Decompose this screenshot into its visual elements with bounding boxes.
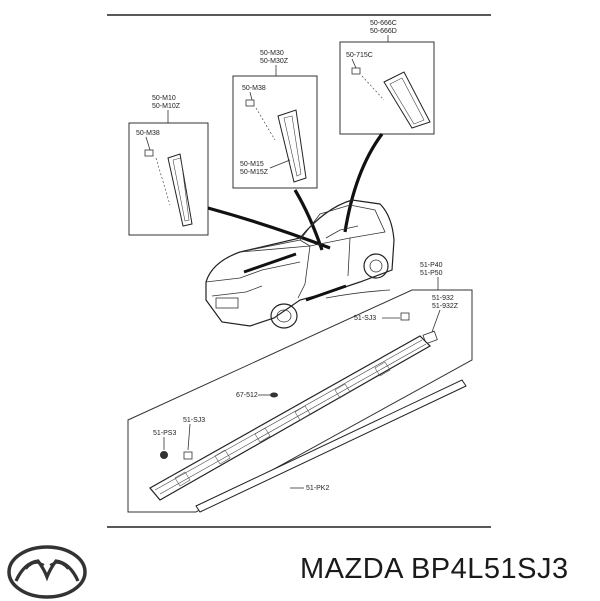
label-51-932z: 51-932Z	[432, 303, 459, 310]
car-illustration	[205, 199, 395, 329]
mazda-logo-icon	[7, 545, 87, 599]
label-51-sj3-top: 51-SJ3	[354, 315, 376, 322]
leader-box1	[207, 206, 331, 250]
leader-lower	[325, 289, 391, 299]
label-50-715c: 50-715C	[346, 52, 373, 59]
label-50-m10z: 50-M10Z	[152, 103, 181, 110]
label-50-m38-box2: 50-M38	[242, 85, 266, 92]
side-moulding-box: 51-P40 51-P50 51-932 51-932Z 51-SJ3 67-5…	[127, 262, 473, 513]
garnish-box-3: 50-666C 50-666D 50-715C	[339, 20, 435, 135]
label-67-512: 67-512	[236, 392, 258, 399]
label-50-m10: 50-M10	[152, 95, 176, 102]
label-50-666d: 50-666D	[370, 28, 397, 35]
part-number-caption: MAZDA BP4L51SJ3	[300, 553, 569, 585]
label-50-m30: 50-M30	[260, 50, 284, 57]
label-50-m30z: 50-M30Z	[260, 58, 289, 65]
label-51-pk2: 51-PK2	[306, 485, 329, 492]
label-51-932: 51-932	[432, 295, 454, 302]
label-51-ps3: 51-PS3	[153, 430, 176, 437]
label-50-m38-box1: 50-M38	[136, 130, 160, 137]
label-50-m15z: 50-M15Z	[240, 169, 269, 176]
label-51-sj3-bottom: 51-SJ3	[183, 417, 205, 424]
label-50-666c: 50-666C	[370, 20, 397, 27]
label-51-p40: 51-P40	[420, 262, 443, 269]
garnish-box-2: 50-M30 50-M30Z 50-M38 50-M15 50-M15Z	[232, 50, 318, 189]
leader-box2	[293, 189, 324, 251]
label-51-p50: 51-P50	[420, 270, 443, 277]
leader-box3	[343, 133, 384, 233]
garnish-box-1: 50-M10 50-M10Z 50-M38	[128, 95, 209, 236]
label-50-m15: 50-M15	[240, 161, 264, 168]
